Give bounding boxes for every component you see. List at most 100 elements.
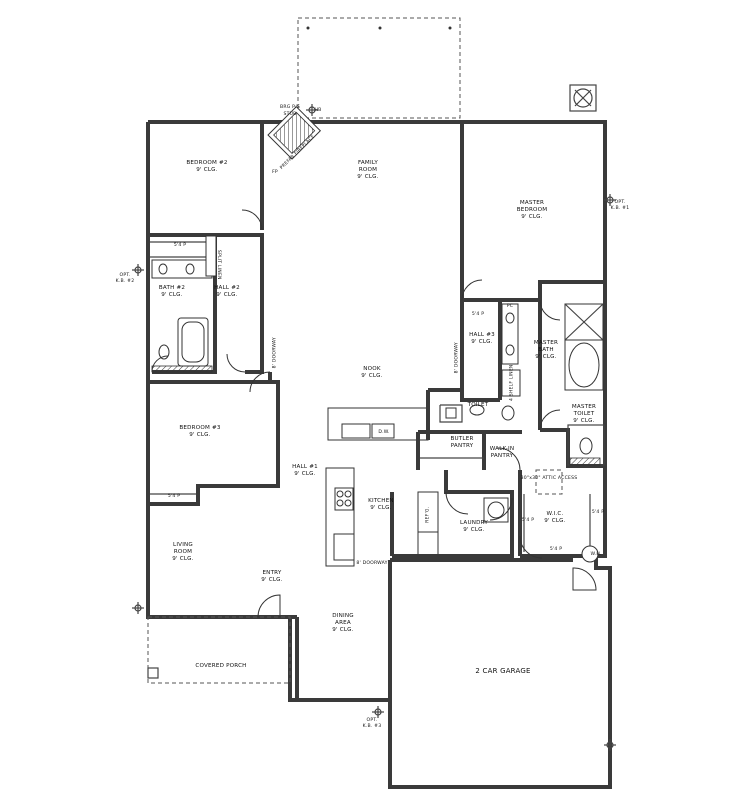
doorway-note: 8' DOORWAY (272, 337, 278, 369)
entry-name: ENTRY (262, 570, 282, 576)
walkin-pantry-name: WALK-IN (489, 446, 515, 452)
bath2-name: BATH #2 (158, 285, 186, 291)
entry-label: ENTRY 9' CLG. (261, 570, 282, 584)
wic-ceiling: 9' CLG. (544, 518, 566, 524)
hall2-ceiling: 9' CLG. (216, 292, 238, 298)
opt-kb1-num: K.B. #1 (610, 205, 630, 211)
opt-kb3-text: OPT. (366, 718, 378, 723)
shelf-note: 5'4 P (471, 312, 485, 317)
fp-note: FP (272, 170, 278, 175)
hall3-ceiling: 9' CLG. (471, 339, 493, 345)
kitchen-label: KITCHEN 9' CLG. (368, 498, 394, 512)
nook-ceiling: 9' CLG. (361, 373, 383, 379)
bedroom2-label: BEDROOM #2 9' CLG. (186, 160, 227, 174)
hose-bib-note: HB (314, 108, 322, 113)
hall2-label: HALL #2 9' CLG. (214, 285, 240, 299)
living-name2: ROOM (173, 549, 193, 555)
water-heater-icon (581, 545, 599, 563)
shelf-note: 5'4 P (167, 494, 181, 499)
bedroom3-label: BEDROOM #3 9' CLG. (179, 425, 220, 439)
walkin-pantry-label: WALK-IN PANTRY (490, 446, 515, 460)
shelf-note: 5'4 P (521, 518, 535, 523)
wic-label: W.I.C. 9' CLG. (544, 511, 565, 525)
master-toilet-label: MASTER TOILET 9' CLG. (572, 404, 596, 425)
bath2-ceiling: 9' CLG. (161, 292, 183, 298)
master-bath-name2: BATH (538, 347, 554, 353)
hall3-label: HALL #3 9' CLG. (469, 332, 495, 346)
living-name: LIVING (173, 542, 193, 548)
bedroom3-name: BEDROOM #3 (179, 425, 221, 431)
opt-kb2-note: OPT. K.B. #2 (116, 273, 135, 284)
water-heater-note: W.H. (590, 552, 602, 557)
attic-note: 30"x30" ATTIC ACCESS (520, 476, 578, 481)
patio-outline (297, 17, 461, 119)
attic-access (535, 469, 563, 495)
shelf-note: 5'4 P (173, 243, 187, 248)
kitchen-name: KITCHEN (368, 498, 394, 504)
porch-label: COVERED PORCH (195, 663, 246, 670)
covered-porch (147, 616, 291, 684)
opt-kb1-text: OPT. (614, 200, 626, 205)
hall1-ceiling: 9' CLG. (294, 471, 316, 477)
pc-note: PC (506, 304, 514, 309)
walkin-pantry-name2: PANTRY (490, 453, 514, 459)
doorway-note: 8' DOORWAY (356, 561, 388, 566)
entry-ceiling: 9' CLG. (261, 577, 283, 583)
butler-pantry-name2: PANTRY (450, 443, 474, 449)
master-toilet-ceiling: 9' CLG. (573, 418, 595, 424)
bedroom2-name: BEDROOM #2 (186, 160, 228, 166)
family-ceiling: 9' CLG. (357, 174, 379, 180)
shelf-note: 5'4 P (591, 510, 605, 515)
master-bedroom-name: MASTER (519, 200, 545, 206)
master-bath-name: MASTER (533, 340, 559, 346)
shelf-note: 5'4 P (549, 547, 563, 552)
wic-name: W.I.C. (546, 511, 564, 517)
toilet-label: TOILET (468, 402, 489, 409)
dishwasher-note: D.W. (378, 430, 390, 435)
master-bedroom-ceiling: 9' CLG. (521, 214, 543, 220)
laundry-ceiling: 9' CLG. (463, 527, 485, 533)
refrigerator-note: REF'G. (425, 506, 431, 523)
master-bedroom-label: MASTER BEDROOM 9' CLG. (517, 200, 548, 221)
master-bath-label: MASTER BATH 9' CLG. (534, 340, 558, 361)
nook-name: NOOK (363, 366, 381, 372)
opt-kb3-num: K.B. #3 (362, 723, 382, 729)
stub-note: STUB (283, 112, 297, 117)
laundry-name: LAUNDRY (459, 520, 489, 526)
living-label: LIVING ROOM 9' CLG. (172, 542, 193, 563)
hall3-name: HALL #3 (469, 332, 495, 338)
bath2-label: BATH #2 9' CLG. (159, 285, 185, 299)
toilet-name: TOILET (467, 402, 489, 408)
opt-kb2-num: K.B. #2 (115, 278, 135, 284)
kitchen-ceiling: 9' CLG. (370, 505, 392, 511)
master-toilet-name2: TOILET (573, 411, 595, 417)
vent-icon (569, 84, 597, 112)
family-label: FAMILY ROOM 9' CLG. (357, 160, 378, 181)
living-ceiling: 9' CLG. (172, 556, 194, 562)
doorway-note: 8' DOORWAY (454, 342, 460, 374)
porch-name: COVERED PORCH (195, 663, 247, 669)
linen-note: 4 SHELF LINEN (509, 364, 515, 402)
dining-ceiling: 9' CLG. (332, 627, 354, 633)
butler-pantry-name: BUTLER (450, 436, 474, 442)
opt-kb1-note: OPT. K.B. #1 (611, 200, 630, 211)
laundry-label: LAUNDRY 9' CLG. (460, 520, 488, 534)
master-bath-ceiling: 9' CLG. (535, 354, 557, 360)
master-toilet-name: MASTER (571, 404, 597, 410)
family-name: FAMILY (357, 160, 378, 166)
dining-name: DINING (332, 613, 354, 619)
exterior-wall (146, 120, 612, 789)
master-bedroom-name2: BEDROOM (516, 207, 548, 213)
dining-label: DINING AREA 9' CLG. (332, 613, 354, 634)
butler-pantry-label: BUTLER PANTRY (450, 436, 473, 450)
garage-name: 2 CAR GARAGE (475, 667, 531, 675)
hall1-label: HALL #1 9' CLG. (292, 464, 318, 478)
family-name2: ROOM (358, 167, 378, 173)
split-linen-note: SPLIT LINEN (215, 249, 221, 280)
opt-kb3-note: OPT. K.B. #3 (363, 718, 382, 729)
bedroom2-ceiling: 9' CLG. (196, 167, 218, 173)
brg-note: BRG P/S (280, 105, 300, 110)
garage-label: 2 CAR GARAGE (475, 668, 530, 675)
hall1-name: HALL #1 (292, 464, 318, 470)
